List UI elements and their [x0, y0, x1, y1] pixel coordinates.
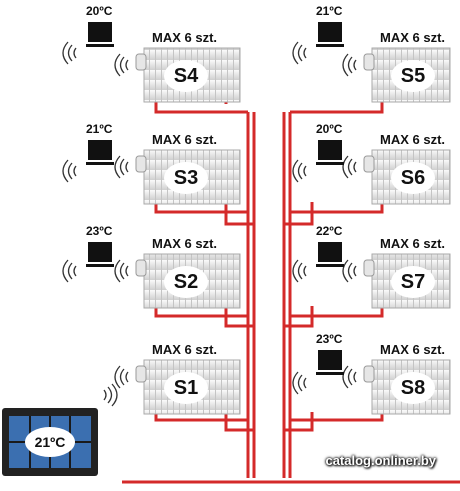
thermostatic-valve-icon [363, 365, 375, 383]
thermostatic-valve-icon [363, 53, 375, 71]
max-label-s4: MAX 6 szt. [152, 30, 218, 45]
room-thermostat-s6 [292, 140, 344, 183]
max-label-s2: MAX 6 szt. [152, 236, 218, 251]
max-label-s1: MAX 6 szt. [152, 342, 218, 357]
room-thermostat-s4 [62, 22, 114, 65]
thermostat-temp-s6: 20ºC [316, 122, 343, 136]
watermark: catalog.onliner.by [325, 453, 436, 468]
thermostatic-valve-icon [363, 259, 375, 277]
wireless-signal-icon [114, 365, 129, 389]
thermostat-temp-s3: 21ºC [86, 122, 113, 136]
wireless-signal-icon [292, 371, 307, 395]
wireless-signal-icon [62, 259, 77, 283]
thermostat-temp-s5: 21ºC [316, 4, 343, 18]
s8-return [284, 412, 314, 432]
radiator-label-s7: S7 [391, 266, 435, 298]
s1-supply [154, 412, 248, 422]
wireless-signal-icon [62, 41, 77, 65]
radiator-label-s2: S2 [164, 266, 208, 298]
s5-supply [290, 100, 384, 114]
room-thermostat-s5 [292, 22, 344, 65]
s6-return [284, 202, 314, 226]
s7-supply [290, 306, 384, 318]
s2-supply [154, 306, 248, 318]
radiator-label-s6: S6 [391, 162, 435, 194]
room-thermostat-s7 [292, 242, 344, 283]
max-label-s7: MAX 6 szt. [380, 236, 446, 251]
radiator-label-s1: S1 [164, 372, 208, 404]
wireless-signal-icon [342, 53, 357, 77]
max-label-s3: MAX 6 szt. [152, 132, 218, 147]
thermostatic-valve-icon [135, 259, 147, 277]
room-thermostat-s2 [62, 242, 114, 283]
thermostat-temp-s4: 20ºC [86, 4, 113, 18]
s4-supply [154, 100, 248, 114]
wireless-signal-icon [103, 383, 118, 407]
thermostatic-valve-icon [135, 155, 147, 173]
wireless-signal-icon [342, 155, 357, 179]
radiator-label-s3: S3 [164, 162, 208, 194]
s2-return [224, 306, 254, 328]
thermostatic-valve-icon [363, 155, 375, 173]
wireless-signal-icon [292, 41, 307, 65]
wireless-signal-icon [62, 159, 77, 183]
s8-supply [290, 412, 384, 422]
radiator-s3 [114, 149, 241, 205]
wireless-signal-icon [342, 259, 357, 283]
wireless-signal-icon [292, 159, 307, 183]
s3-supply [154, 202, 248, 214]
wireless-signal-icon [114, 53, 129, 77]
radiator-label-s5: S5 [391, 60, 435, 92]
max-label-s6: MAX 6 szt. [380, 132, 446, 147]
s1-return [224, 412, 254, 432]
s3-return [224, 202, 254, 226]
thermostat-temp-s8: 23ºC [316, 332, 343, 346]
s7-return [284, 306, 314, 328]
wireless-signal-icon [342, 365, 357, 389]
wireless-signal-icon [114, 155, 129, 179]
radiator-label-s4: S4 [164, 60, 208, 92]
room-thermostat-s8 [292, 350, 344, 395]
thermostatic-valve-icon [135, 365, 147, 383]
wireless-signal-icon [292, 259, 307, 283]
max-label-s5: MAX 6 szt. [380, 30, 446, 45]
room-thermostat-s3 [62, 140, 114, 183]
s6-supply [290, 202, 384, 214]
max-label-s8: MAX 6 szt. [380, 342, 446, 357]
thermostat-temp-s7: 22ºC [316, 224, 343, 238]
control-panel-temp: 21ºC [25, 427, 75, 457]
thermostatic-valve-icon [135, 53, 147, 71]
wireless-signal-icon [114, 259, 129, 283]
thermostat-temp-s2: 23ºC [86, 224, 113, 238]
pipe-network [122, 100, 460, 484]
radiator-label-s8: S8 [391, 372, 435, 404]
